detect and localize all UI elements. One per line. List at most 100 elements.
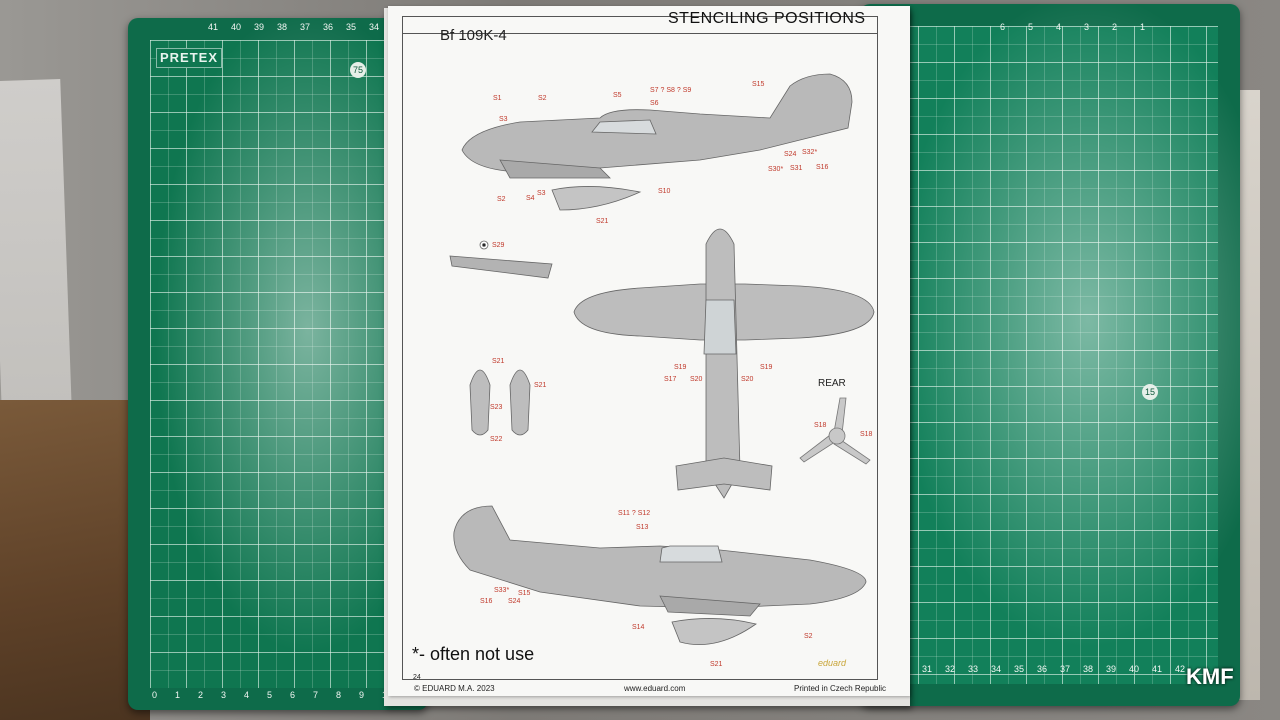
mat-ruler-number: 9 [359,690,365,700]
stencil-label: S7 ? S8 ? S9 [650,87,692,94]
mat-ruler-number: 39 [1106,664,1117,674]
mat-grid [882,26,1218,684]
stencil-label: S3 [499,116,508,123]
stencil-label: S33* [494,587,510,594]
stencil-label: S21 [596,218,609,225]
stencil-label: S24 [508,598,521,605]
mat-brand-logo: PRETEX [156,48,222,68]
mat-ruler-number: 3 [221,690,227,700]
usage-note: *- often not use [412,644,535,664]
mat-ruler-number: 38 [277,22,288,32]
mat-circle-mark: 75 [350,62,366,78]
mat-ruler-number: 8 [336,690,342,700]
website-text: www.eduard.com [624,684,686,693]
mat-ruler-number: 39 [254,22,265,32]
stencil-label: S16 [480,598,493,605]
sheet-frame [402,16,878,680]
mat-ruler-number: 2 [1112,22,1118,32]
mat-circle-mark: 15 [1142,384,1158,400]
mat-ruler-number: 3 [1084,22,1090,32]
stencil-label: S5 [613,92,622,99]
stencil-label: S6 [650,100,659,107]
stencil-label: S21 [492,358,505,365]
mat-ruler-number: 37 [1060,664,1071,674]
mat-ruler-number: 38 [1083,664,1094,674]
mat-ruler-number: 6 [1000,22,1006,32]
stencil-label: S11 ? S12 [618,510,651,517]
stencil-label: S15 [518,590,531,597]
stencil-label: S20 [741,376,754,383]
mat-ruler-number: 7 [313,690,319,700]
stencil-label: S20 [690,376,703,383]
stencil-label: S19 [674,364,687,371]
aircraft-name: Bf 109K-4 [440,27,507,44]
stencil-label: S4 [526,195,535,202]
stencil-label: S13 [636,524,649,531]
mat-ruler-number: 1 [1140,22,1146,32]
stencil-label: S2 [497,196,506,203]
stencil-label: S2 [804,633,813,640]
mat-ruler-number: 35 [1014,664,1025,674]
propeller-rear-view [799,397,871,465]
page-number: 24 [413,674,421,681]
mat-ruler-number: 41 [1152,664,1163,674]
stencil-label: S30* [768,166,784,173]
mat-ruler-number: 41 [208,22,219,32]
mat-ruler-number: 34 [991,664,1002,674]
mat-glare [128,18,428,710]
stencil-label: S10 [658,188,671,195]
eduard-logo: eduard [818,658,847,668]
mat-ruler-number: 33 [968,664,979,674]
gun-detail [449,240,553,279]
stencil-label: S3 [537,190,546,197]
wooden-table-edge [0,400,150,720]
stencil-label: S18 [860,431,873,438]
mat-ruler-number: 4 [244,690,250,700]
sheet-title: STENCILING POSITIONS [668,10,866,27]
mat-glare [860,4,1240,706]
stencil-label: S15 [752,81,765,88]
mat-ruler-number: 34 [369,22,380,32]
stencil-label: S22 [490,436,503,443]
stencil-label: S21 [534,382,547,389]
printed-in-text: Printed in Czech Republic [794,684,887,693]
cutting-mat-left: PRETEX 414039383736353433 01234567891011… [128,18,428,710]
drop-tank-views [469,369,531,436]
mat-ruler-number: 6 [290,690,296,700]
stencil-label: S1 [493,95,502,102]
stencil-label: S2 [538,95,547,102]
mat-ruler-number: 40 [231,22,242,32]
stencil-label: S16 [816,164,829,171]
copyright-text: © EDUARD M.A. 2023 [414,684,495,693]
mat-ruler-number: 37 [300,22,311,32]
mat-ruler-number: 1 [175,690,181,700]
mat-ruler-number: 35 [346,22,357,32]
side-profile-top [461,73,853,211]
mat-ruler-number: 2 [198,690,204,700]
mat-ruler-number: 40 [1129,664,1140,674]
rear-view-label: REAR [818,378,846,389]
plan-view [573,228,875,499]
title-divider [402,33,878,34]
mat-ruler-number: 36 [1037,664,1048,674]
mat-ruler-number: 42 [1175,664,1186,674]
mat-grid [150,40,406,688]
mat-ruler-number: 0 [152,690,158,700]
mat-ruler-number: 31 [922,664,933,674]
stencil-label: S32* [802,149,818,156]
side-profile-bottom [453,505,867,645]
mat-ruler-number: 4 [1056,22,1062,32]
stencil-label: S23 [490,404,503,411]
mat-ruler-number: 5 [1028,22,1034,32]
stencil-label: S17 [664,376,677,383]
mat-ruler-number: 36 [323,22,334,32]
stencil-label: S29 [492,242,505,249]
stencil-label: S21 [710,661,723,668]
site-watermark: KMF [1186,664,1234,689]
stencil-label: S19 [760,364,773,371]
stencil-label: S24 [784,151,797,158]
stencil-label: S18 [814,422,827,429]
